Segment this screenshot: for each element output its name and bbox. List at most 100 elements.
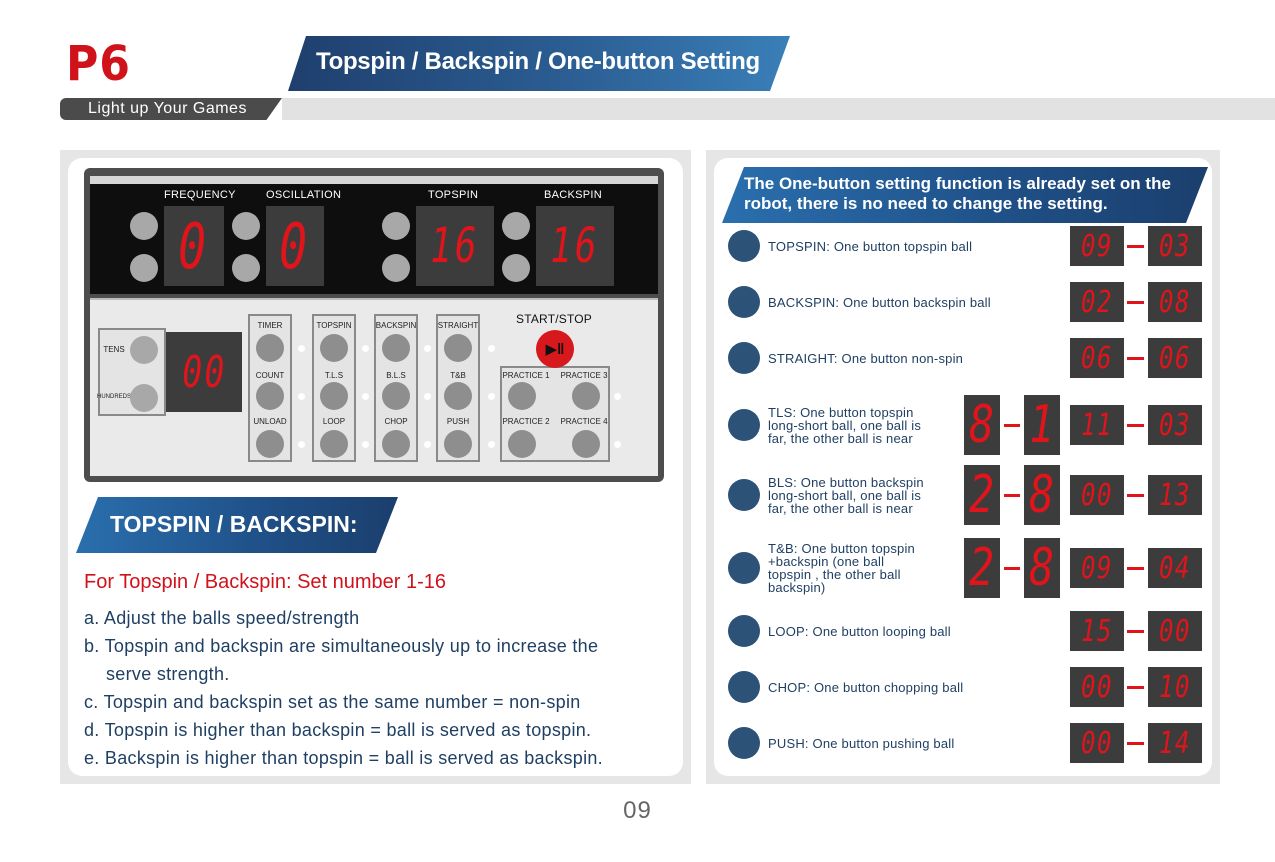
value-display: 03 bbox=[1148, 226, 1202, 266]
console-top-strip bbox=[90, 176, 658, 184]
value-display: 11 bbox=[1070, 405, 1124, 445]
section-banner: TOPSPIN / BACKSPIN: bbox=[76, 497, 398, 553]
setting-description: +backspin (one ball bbox=[768, 554, 885, 569]
practice-2-label: PRACTICE 2 bbox=[502, 417, 550, 426]
dash-separator bbox=[1127, 742, 1144, 745]
backspin-down-button bbox=[502, 254, 530, 282]
indicator-dot bbox=[424, 441, 431, 448]
frequency-down-button bbox=[130, 254, 158, 282]
value-display: 00 bbox=[1070, 667, 1124, 707]
start-stop-label: START/STOP bbox=[516, 312, 593, 326]
timer-label: TIMER bbox=[257, 321, 283, 330]
big-digit-display: 8 bbox=[1024, 538, 1060, 598]
indicator-dot bbox=[298, 393, 305, 400]
practice-1-label: PRACTICE 1 bbox=[502, 371, 550, 380]
indicator-dot bbox=[424, 345, 431, 352]
indicator-dot bbox=[614, 393, 621, 400]
topspin-label: TOPSPIN bbox=[428, 189, 479, 201]
dash-separator bbox=[1127, 424, 1144, 427]
big-digit-display: 8 bbox=[964, 395, 1000, 455]
hundreds-label: HUNDREDS bbox=[96, 394, 131, 400]
note-banner: The One-button setting function is alrea… bbox=[722, 167, 1208, 223]
tls-button bbox=[320, 382, 348, 410]
value-display: 06 bbox=[1070, 338, 1124, 378]
dash-separator bbox=[1004, 494, 1020, 497]
practice-3-label: PRACTICE 3 bbox=[560, 371, 608, 380]
bls-button bbox=[382, 382, 410, 410]
bullet-dot bbox=[728, 286, 760, 318]
instruction-list: a. Adjust the balls speed/strength b. To… bbox=[84, 604, 664, 772]
backspin-display: 16 bbox=[536, 206, 614, 286]
dash-separator bbox=[1127, 494, 1144, 497]
unload-button bbox=[256, 430, 284, 458]
setting-description: CHOP: One button chopping ball bbox=[768, 679, 964, 695]
value-display: 02 bbox=[1070, 282, 1124, 322]
big-digit-display: 2 bbox=[964, 538, 1000, 598]
bullet-dot bbox=[728, 727, 760, 759]
count-display: 00 bbox=[166, 332, 242, 412]
page-title: Topspin / Backspin / One-button Setting bbox=[316, 48, 760, 75]
backspin-up-button bbox=[502, 212, 530, 240]
frequency-up-button bbox=[130, 212, 158, 240]
indicator-dot bbox=[488, 441, 495, 448]
tb-label: T&B bbox=[450, 371, 466, 380]
value-display: 00 bbox=[1148, 611, 1202, 651]
indicator-dot bbox=[362, 345, 369, 352]
indicator-dot bbox=[424, 393, 431, 400]
instruction-line: serve strength. bbox=[106, 664, 230, 684]
setting-description: long-short ball, one ball is bbox=[768, 417, 922, 433]
setting-description: backspin) bbox=[768, 580, 826, 595]
dash-separator bbox=[1127, 630, 1144, 633]
timer-button bbox=[256, 334, 284, 362]
start-stop-button: ▶‖ bbox=[536, 330, 574, 368]
header-divider bbox=[282, 98, 1275, 120]
count-label: COUNT bbox=[255, 371, 285, 380]
topspin-up-button bbox=[382, 212, 410, 240]
dash-separator bbox=[1127, 567, 1144, 570]
setting-description: LOOP: One button looping ball bbox=[768, 623, 951, 639]
practice-3-button bbox=[572, 382, 600, 410]
bullet-dot bbox=[728, 479, 760, 511]
push-label: PUSH bbox=[446, 417, 470, 426]
frequency-display: 0 bbox=[164, 206, 224, 286]
value-display: 00 bbox=[1070, 475, 1124, 515]
push-button bbox=[444, 430, 472, 458]
straight-button bbox=[444, 334, 472, 362]
straight-label: STRAIGHT bbox=[437, 321, 479, 330]
value-display: 09 bbox=[1070, 548, 1124, 588]
red-heading: For Topspin / Backspin: Set number 1-16 bbox=[84, 571, 447, 593]
count-button bbox=[256, 382, 284, 410]
practice-4-label: PRACTICE 4 bbox=[560, 417, 608, 426]
bullet-dot bbox=[728, 409, 760, 441]
indicator-dot bbox=[362, 441, 369, 448]
bullet-dot bbox=[728, 552, 760, 584]
tls-label: T.L.S bbox=[324, 371, 344, 380]
value-display: 04 bbox=[1148, 548, 1202, 588]
oscillation-label: OSCILLATION bbox=[266, 189, 342, 201]
topspin-down-button bbox=[382, 254, 410, 282]
bullet-dot bbox=[728, 342, 760, 374]
oscillation-display: 0 bbox=[266, 206, 324, 286]
bullet-dot bbox=[728, 615, 760, 647]
oscillation-down-button bbox=[232, 254, 260, 282]
setting-description: PUSH: One button pushing ball bbox=[768, 735, 955, 751]
backspin-mode-label: BACKSPIN bbox=[375, 321, 417, 330]
practice-4-button bbox=[572, 430, 600, 458]
instruction-line: e. Backspin is higher than topspin = bal… bbox=[84, 748, 603, 768]
chop-label: CHOP bbox=[384, 417, 408, 426]
instruction-line: a. Adjust the balls speed/strength bbox=[84, 608, 360, 628]
hundreds-button bbox=[130, 384, 158, 412]
oscillation-up-button bbox=[232, 212, 260, 240]
setting-description: BLS: One button backspin bbox=[768, 474, 924, 490]
value-display: 09 bbox=[1070, 226, 1124, 266]
practice-2-button bbox=[508, 430, 536, 458]
tb-button bbox=[444, 382, 472, 410]
instruction-line: d. Topspin is higher than backspin = bal… bbox=[84, 720, 592, 740]
section-title: TOPSPIN / BACKSPIN: bbox=[110, 511, 358, 537]
instruction-line: b. Topspin and backspin are simultaneous… bbox=[84, 636, 599, 656]
setting-description: topspin , the other ball bbox=[768, 567, 901, 582]
indicator-dot bbox=[298, 345, 305, 352]
setting-description: STRAIGHT: One button non-spin bbox=[768, 350, 964, 366]
indicator-dot bbox=[298, 441, 305, 448]
tens-label: TENS bbox=[103, 345, 125, 354]
